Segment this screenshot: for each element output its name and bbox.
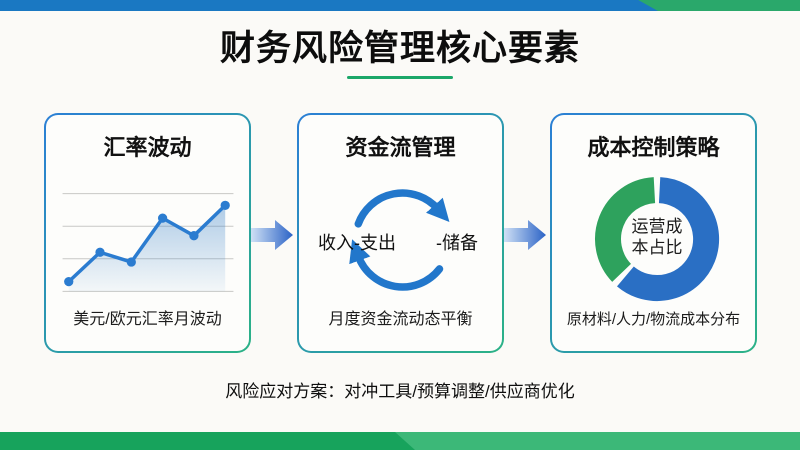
donut-center-label: 运营成 本占比 (606, 216, 708, 259)
slide-title: 财务风险管理核心要素 (219, 29, 580, 68)
donut-chart (595, 177, 720, 302)
title-underline (347, 76, 453, 79)
chart-data-points (63, 200, 230, 287)
arrow-right-connector-2 (504, 220, 546, 250)
bottom-bar-dark-green-accent (0, 432, 415, 450)
cycle-label-reserve: -储备 (436, 233, 478, 253)
top-bar-blue-accent (0, 0, 658, 11)
cycle-arrow-bottom (349, 239, 444, 291)
cycle-label-income-expense: 收入-支出 (318, 233, 396, 253)
card-caption-exchange-rate: 美元/欧元汇率月波动 (73, 311, 222, 328)
donut-segment-blue-segment (617, 177, 720, 302)
card-caption-cash-flow: 月度资金流动态平衡 (328, 311, 473, 328)
card-cash-flow: 资金流管理 收入-支出 -储备 月度资金流动态平衡 (297, 113, 504, 353)
donut-center-line1: 运营成 (631, 217, 683, 236)
arrow-right-connector-1 (251, 220, 293, 250)
donut-segment-green-segment (595, 177, 656, 282)
chart-line-series (66, 203, 227, 284)
card-caption-cost-control: 原材料/人力/物流成本分布 (566, 311, 741, 328)
card-exchange-rate: 汇率波动 美元/欧元汇率月波动 (44, 113, 251, 353)
card-title-exchange-rate: 汇率波动 (103, 135, 192, 160)
line-chart (62, 193, 233, 292)
arrow-right-icon (251, 220, 293, 250)
arrow-right-icon (504, 220, 546, 250)
card-title-cash-flow: 资金流管理 (345, 135, 456, 160)
footer-note: 风险应对方案：对冲工具/预算调整/供应商优化 (225, 382, 575, 401)
card-cost-control: 成本控制策略 运营成 本占比 原材料/人力/物流成本分布 (550, 113, 757, 353)
chart-area-fill (68, 205, 225, 292)
card-title-cost-control: 成本控制策略 (587, 135, 720, 160)
cycle-arrows-icon (349, 189, 450, 291)
cycle-arrow-top (354, 189, 450, 228)
donut-center-line2: 本占比 (631, 238, 683, 258)
